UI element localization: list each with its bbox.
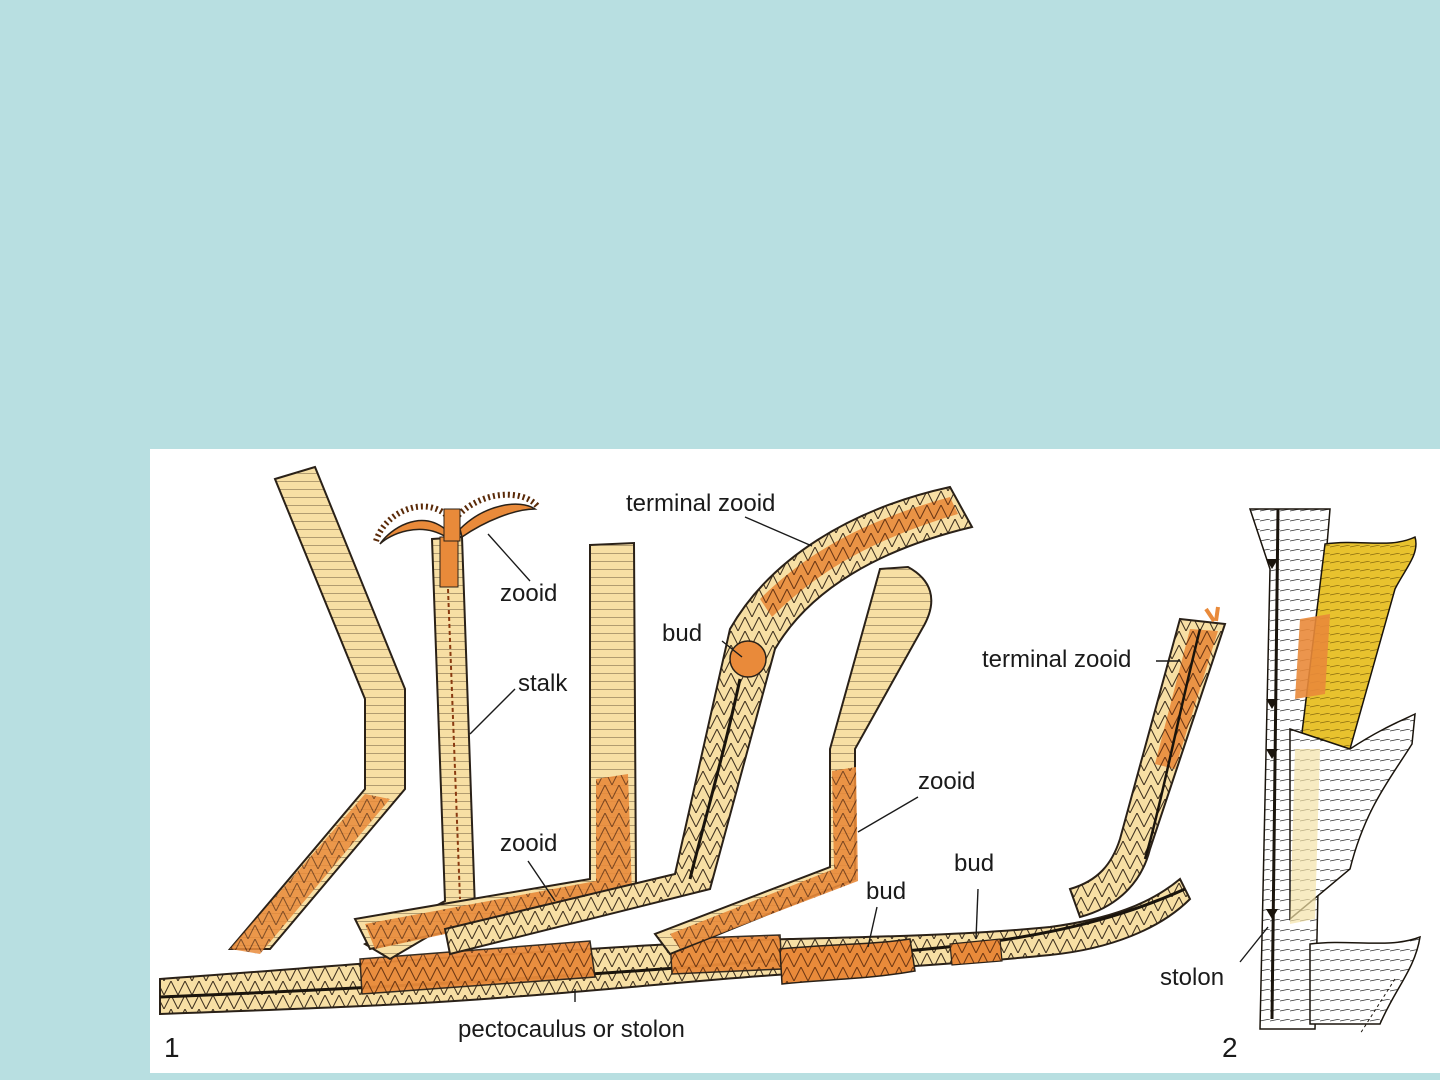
- label-bud-upper: bud: [662, 620, 702, 647]
- upright-tube-4: [443, 485, 974, 956]
- panel-number-2: 2: [1222, 1032, 1238, 1063]
- leader-lines: [469, 516, 1269, 1002]
- panel-number-1: 1: [164, 1032, 180, 1063]
- label-bud-mid: bud: [866, 878, 906, 905]
- label-terminal-zooid-1: terminal zooid: [626, 490, 775, 517]
- expanded-zooid-lophophore: [373, 491, 541, 545]
- upright-tube-6: [1068, 606, 1227, 919]
- labels: terminal zooid zooid bud stalk terminal …: [164, 490, 1238, 1063]
- bryozoan-diagram: terminal zooid zooid bud stalk terminal …: [159, 465, 1421, 1063]
- upright-tube-5: [653, 565, 933, 956]
- upright-tube-1: [227, 465, 406, 954]
- label-zooid-top: zooid: [500, 580, 557, 607]
- figure-panel: terminal zooid zooid bud stalk terminal …: [150, 449, 1440, 1073]
- label-bud-right: bud: [954, 850, 994, 877]
- label-pectocaulus: pectocaulus or stolon: [458, 1016, 685, 1043]
- label-stalk: stalk: [518, 670, 568, 697]
- panel-2-drawing: [1248, 508, 1421, 1035]
- label-zooid-right: zooid: [918, 768, 975, 795]
- label-stolon: stolon: [1160, 964, 1224, 991]
- label-zooid-lower: zooid: [500, 830, 557, 857]
- label-terminal-zooid-2: terminal zooid: [982, 646, 1131, 673]
